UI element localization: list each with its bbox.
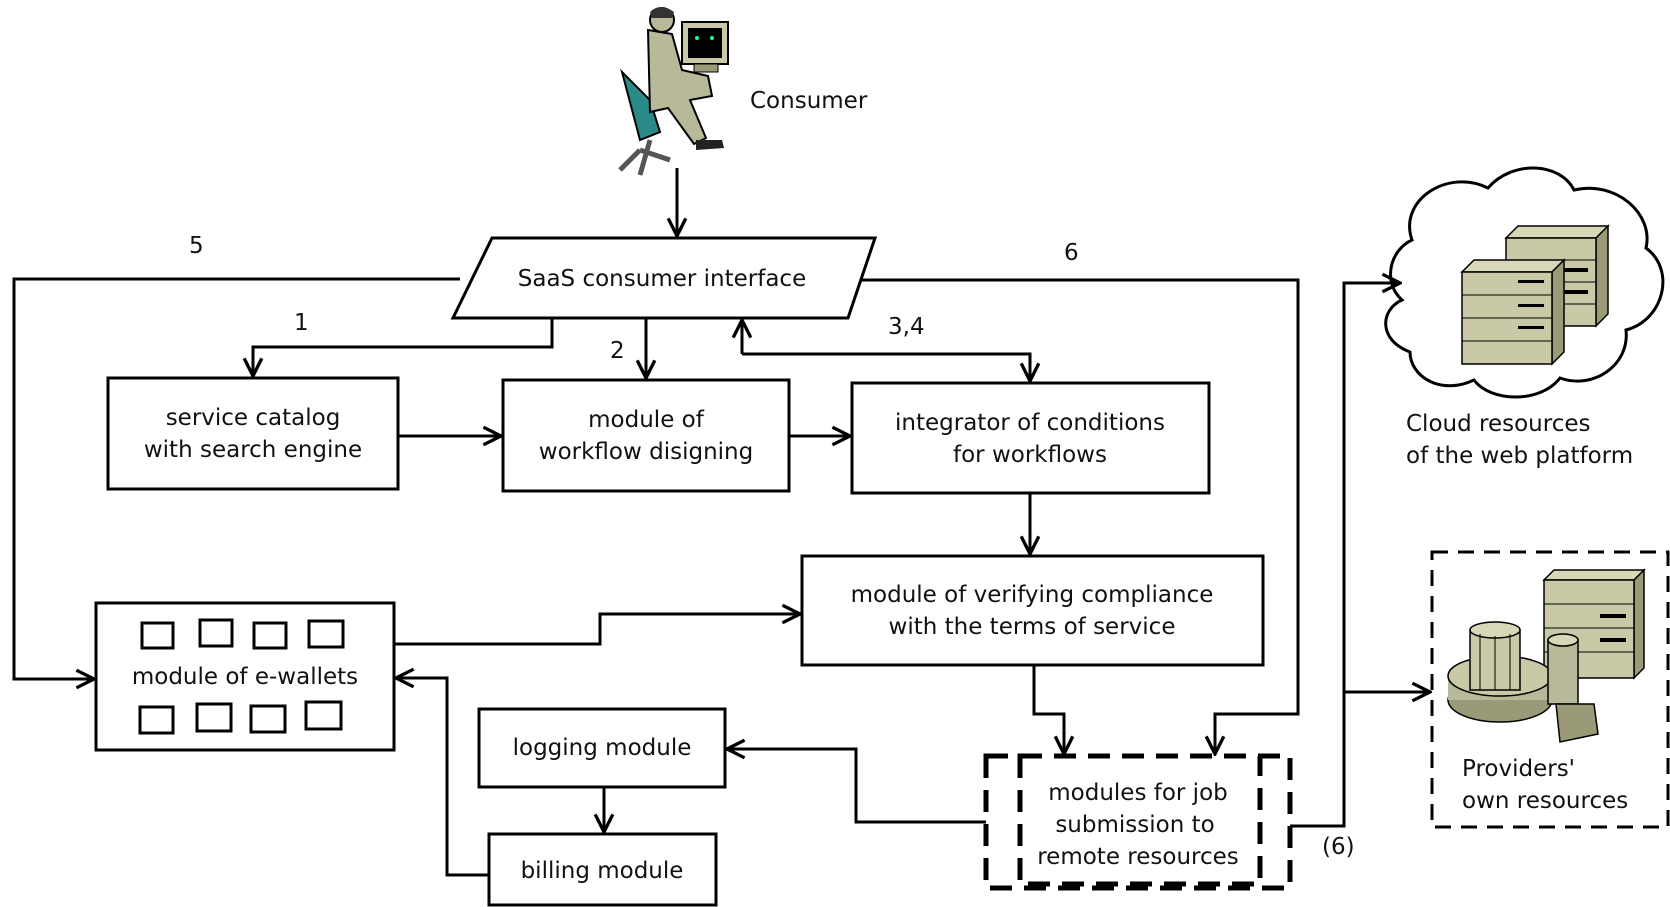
edge-label-1: 1: [294, 310, 309, 336]
ewallets-to-verifier-arrow: [394, 614, 800, 646]
saas-interface-box: [450, 236, 878, 320]
wallet-slot-icon: [304, 700, 343, 731]
workflow-module-label-2: workflow disigning: [539, 439, 753, 465]
workflow-module-box: [501, 378, 791, 493]
edge-label-6: 6: [1064, 240, 1079, 266]
cloud-shape: [1384, 166, 1665, 399]
edge-6b-jobsubmission-to-cloud: [1290, 283, 1400, 828]
edge-1-saas-to-catalog: [253, 318, 554, 376]
wallet-slot-icon: [249, 704, 287, 734]
wallet-slot-icon: [138, 705, 175, 735]
wallet-slot-icon: [140, 621, 175, 650]
verifier-label-2: with the terms of service: [889, 614, 1176, 640]
cloud-label-2: of the web platform: [1406, 443, 1633, 469]
service-catalog-box: [106, 376, 400, 491]
edge-label-6b: (6): [1322, 834, 1355, 860]
cloud-server-icon: [1460, 258, 1566, 366]
logging-label: logging module: [513, 735, 692, 761]
job-submission-label-2: submission to: [1055, 812, 1214, 838]
integrator-label-1: integrator of conditions: [895, 410, 1165, 436]
cloud-label-1: Cloud resources: [1406, 411, 1590, 437]
consumer-label: Consumer: [750, 88, 868, 114]
verifier-to-jobsubmission-arrow: [1032, 665, 1064, 754]
workflow-module-label-1: module of: [588, 407, 705, 433]
service-catalog-label-1: service catalog: [166, 405, 341, 431]
service-catalog-label-2: with search engine: [144, 437, 362, 463]
integrator-label-2: for workflows: [953, 442, 1107, 468]
billing-to-ewallets-arrow: [396, 678, 489, 877]
wallet-slot-icon: [307, 619, 345, 649]
job-submission-label-1: modules for job: [1048, 780, 1228, 806]
edge-34-saas-to-integrator: [742, 352, 1030, 381]
saas-interface-label: SaaS consumer interface: [518, 266, 806, 292]
consumer-figure-icon: [618, 7, 729, 176]
edge-6-saas-to-jobsubmission: [860, 278, 1300, 754]
job-submission-label-3: remote resources: [1037, 844, 1239, 870]
verifier-label-1: module of verifying compliance: [851, 582, 1214, 608]
edge-label-2: 2: [610, 338, 625, 364]
verifier-box: [800, 554, 1265, 667]
edge-label-5: 5: [189, 233, 204, 259]
jobsubmission-to-logging-arrow: [727, 749, 986, 824]
integrator-box: [850, 381, 1211, 495]
billing-box: [487, 832, 718, 907]
edge-5-saas-to-ewallets: [12, 277, 460, 679]
billing-label: billing module: [521, 858, 684, 884]
provider-supercomputer-icon: [1447, 621, 1599, 743]
ewallets-label: module of e-wallets: [132, 664, 358, 690]
edge-label-34: 3,4: [888, 314, 925, 340]
job-submission-inner-box: [1017, 753, 1263, 887]
wallet-slot-icon: [198, 618, 234, 648]
providers-label-2: own resources: [1462, 788, 1628, 814]
wallet-slot-icon: [252, 621, 288, 650]
providers-label-1: Providers': [1462, 756, 1575, 782]
wallet-slots: [138, 618, 345, 735]
wallet-slot-icon: [195, 702, 233, 733]
